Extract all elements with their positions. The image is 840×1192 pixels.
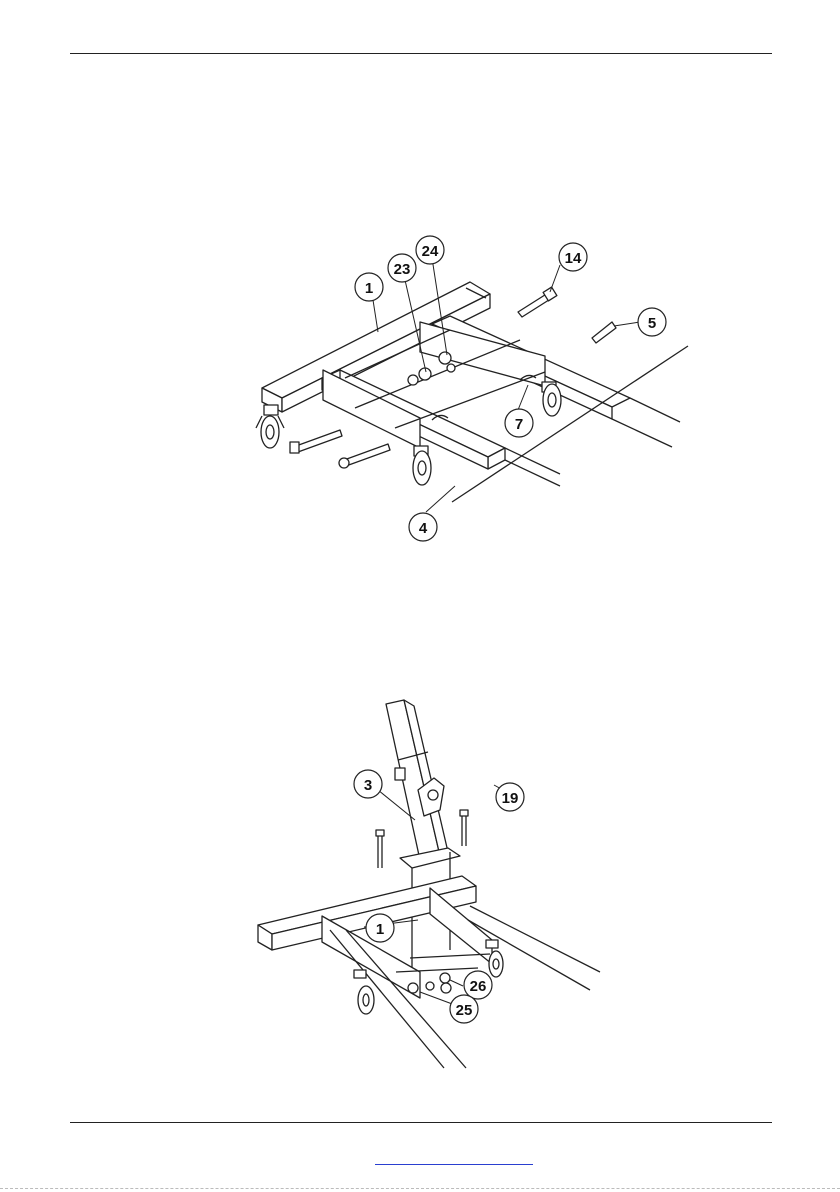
footer-rule [70,1122,772,1123]
assembly-figure-2: 3 19 1 26 25 [0,0,840,1100]
page-edge [0,1188,840,1189]
callout-26: 26 [470,978,487,995]
callout-3: 3 [364,777,372,794]
callout-19: 19 [502,790,519,807]
callout-25: 25 [456,1002,473,1019]
caster-2-left [354,970,374,1014]
callout-1-mast: 1 [376,921,384,938]
footer-link[interactable] [375,1146,533,1165]
mast [386,700,448,860]
